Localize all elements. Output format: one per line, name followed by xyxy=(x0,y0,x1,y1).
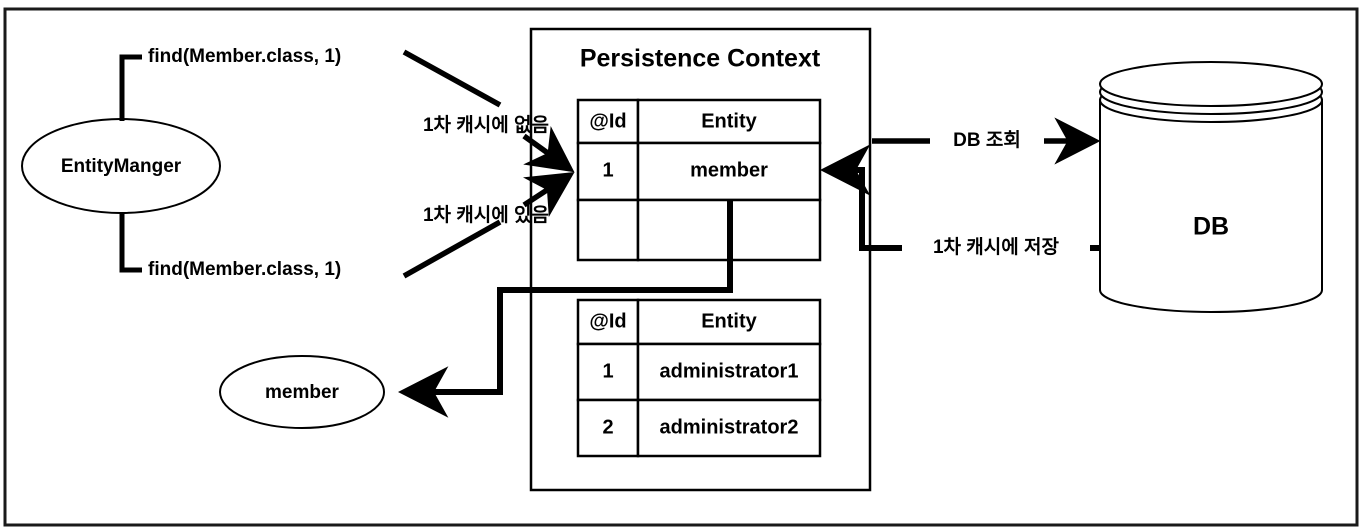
db-label: DB xyxy=(1193,213,1229,241)
connector-em-to-second-call xyxy=(119,212,142,273)
store-in-cache-label-backing xyxy=(902,234,1090,262)
db-cylinder-ring-top xyxy=(1099,61,1323,107)
cache-table-row1-id-cell xyxy=(576,198,640,262)
db-table-header-id: @Id xyxy=(589,310,626,332)
connector-cache-to-member xyxy=(398,200,733,418)
store-in-cache-label: 1차 캐시에 저장 xyxy=(933,236,1060,258)
db-query-label: DB 조회 xyxy=(953,129,1021,151)
diagonal-first-call xyxy=(402,49,502,108)
connector-em-to-first-call xyxy=(119,54,142,121)
db-table-row1-entity: administrator2 xyxy=(660,416,799,438)
cache-hit-label: 1차 캐시에 있음 xyxy=(423,204,549,226)
cache-table-header-entity: Entity xyxy=(701,110,757,132)
persistence-context-box xyxy=(529,27,872,492)
second-call-label: find(Member.class, 1) xyxy=(148,259,341,280)
db-table-header-entity-cell xyxy=(636,298,822,346)
member-result-label: member xyxy=(265,382,340,403)
diagonal-second-call xyxy=(402,219,502,279)
arrow-cache-hit xyxy=(522,171,575,218)
cache-table-row0-id: 1 xyxy=(602,159,613,181)
db-table-row1-id-cell xyxy=(576,398,640,458)
first-call-label: find(Member.class, 1) xyxy=(148,46,341,67)
db-table-row0-id: 1 xyxy=(602,360,613,382)
cache-table-header-entity-cell xyxy=(636,98,822,145)
db-cylinder: DB xyxy=(1099,61,1323,313)
cache-miss-label: 1차 캐시에 없음 xyxy=(423,114,549,136)
entity-manager-label: EntityManger xyxy=(61,156,182,177)
outer-frame xyxy=(3,7,1359,527)
cache-table-header-id: @Id xyxy=(589,110,626,132)
db-cylinder-body xyxy=(1099,99,1323,313)
db-query-label-backing xyxy=(930,128,1044,154)
persistence-context-title: Persistence Context xyxy=(580,45,821,73)
cache-table-row0-entity: member xyxy=(690,159,768,181)
db-table: @Id Entity 1 administrator1 2 administra… xyxy=(576,298,822,458)
db-table-row0-id-cell xyxy=(576,342,640,402)
cache-table: @Id Entity 1 member xyxy=(576,98,822,262)
cache-table-row0-id-cell xyxy=(576,141,640,202)
arrow-cache-miss xyxy=(522,126,575,173)
db-table-header-id-cell xyxy=(576,298,640,346)
db-table-row0-entity: administrator1 xyxy=(660,360,799,382)
member-result-ellipse xyxy=(219,355,385,429)
db-table-row1-id: 2 xyxy=(602,416,613,438)
db-table-header-entity: Entity xyxy=(701,310,757,332)
db-table-row1-entity-cell xyxy=(636,398,822,458)
